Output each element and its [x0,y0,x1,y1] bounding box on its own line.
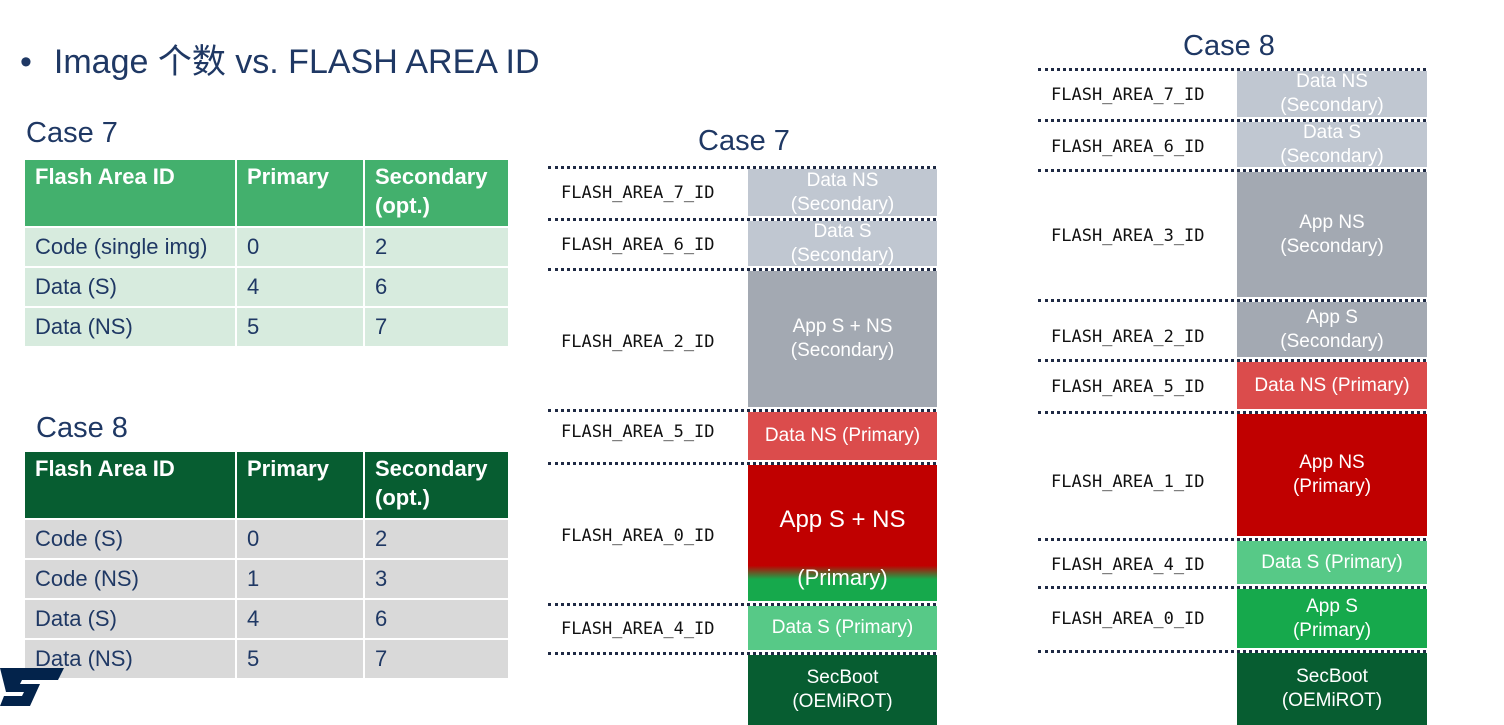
app-s-ns-primary-subtitle: (Primary) [797,565,888,590]
secboot-block: SecBoot (OEMiROT) [748,655,937,725]
table-row: Data (S) 4 6 [23,266,510,308]
data-s-secondary-block: Data S (Secondary) [1237,122,1427,167]
case7-flash-table: Flash Area ID Primary Secondary (opt.) C… [23,158,510,348]
flash-area-label: FLASH_AREA_5_ID [1051,377,1205,397]
app-ns-secondary-block: App NS (Secondary) [1237,172,1427,297]
table-cell: 6 [363,266,510,308]
area-divider [1038,359,1426,362]
area-divider [1038,411,1426,414]
table-cell: 1 [235,558,365,600]
area-divider [548,652,936,655]
flash-area-label: FLASH_AREA_3_ID [1051,226,1205,246]
case7-layout-title: Case 7 [698,125,790,157]
area-divider [1038,538,1426,541]
table-cell: 2 [363,518,510,560]
table-cell: 7 [363,638,510,680]
flash-area-label: FLASH_AREA_6_ID [1051,137,1205,157]
flash-area-label: FLASH_AREA_4_ID [1051,555,1205,575]
area-divider [548,218,936,221]
table-cell: 4 [235,598,365,640]
case7-table-title: Case 7 [26,117,118,149]
table-row: Code (NS) 1 3 [23,558,510,600]
area-divider [1038,169,1426,172]
table-row: Data (NS) 5 7 [23,306,510,348]
bullet-marker: • [20,43,32,81]
area-divider [1038,650,1426,653]
case8-layout-title: Case 8 [1183,30,1275,62]
data-ns-primary-block: Data NS (Primary) [748,412,937,460]
table-row: Data (S) 4 6 [23,598,510,640]
flash-area-label: FLASH_AREA_2_ID [1051,327,1205,347]
area-divider [1038,119,1426,122]
area-divider [548,268,936,271]
area-divider [548,409,936,412]
flash-area-label: FLASH_AREA_6_ID [561,235,715,255]
page-title: • Image 个数 vs. FLASH AREA ID [20,34,540,83]
table-cell: 0 [235,518,365,560]
data-s-primary-block: Data S (Primary) [748,606,937,650]
st-logo-icon [0,668,64,706]
table-cell: Code (S) [23,518,237,560]
app-s-ns-secondary-block: App S + NS (Secondary) [748,271,937,407]
area-divider [548,462,936,465]
table-row: Data (NS) 5 7 [23,638,510,680]
table-cell: Data (NS) [23,306,237,348]
flash-area-label: FLASH_AREA_1_ID [1051,472,1205,492]
table-cell: 6 [363,598,510,640]
area-divider [1038,299,1426,302]
table-row: Code (S) 0 2 [23,518,510,560]
table-cell: Data (S) [23,266,237,308]
area-divider [1038,68,1426,71]
table-cell: 7 [363,306,510,348]
table-header-row: Flash Area ID Primary Secondary (opt.) [23,450,510,520]
table-cell: Code (single img) [23,226,237,268]
table-header-row: Flash Area ID Primary Secondary (opt.) [23,158,510,228]
table-cell: Code (NS) [23,558,237,600]
header-secondary: Secondary (opt.) [363,158,510,228]
header-secondary: Secondary (opt.) [363,450,510,520]
header-flash-area-id: Flash Area ID [23,450,237,520]
flash-area-label: FLASH_AREA_0_ID [1051,609,1205,629]
page-title-text: Image 个数 vs. FLASH AREA ID [53,43,540,81]
table-cell: 4 [235,266,365,308]
area-divider [1038,586,1426,589]
area-divider [548,166,936,169]
data-s-secondary-block: Data S (Secondary) [748,221,937,266]
table-cell: 5 [235,638,365,680]
case8-table-title: Case 8 [36,412,128,444]
app-s-secondary-block: App S (Secondary) [1237,302,1427,357]
app-s-ns-primary-title: App S + NS [779,506,906,533]
app-ns-primary-block: App NS (Primary) [1237,414,1427,536]
table-row: Code (single img) 0 2 [23,226,510,268]
flash-area-label: FLASH_AREA_4_ID [561,619,715,639]
app-s-ns-primary-block: App S + NS (Primary) [748,465,937,601]
flash-area-label: FLASH_AREA_2_ID [561,332,715,352]
table-cell: 0 [235,226,365,268]
secboot-block: SecBoot (OEMiROT) [1237,653,1427,725]
table-cell: 5 [235,306,365,348]
flash-area-label: FLASH_AREA_5_ID [561,422,715,442]
flash-area-label: FLASH_AREA_0_ID [561,526,715,546]
data-ns-secondary-block: Data NS (Secondary) [1237,71,1427,117]
header-primary: Primary [235,158,365,228]
table-cell: 2 [363,226,510,268]
flash-area-label: FLASH_AREA_7_ID [561,183,715,203]
data-ns-primary-block: Data NS (Primary) [1237,362,1427,409]
table-cell: 3 [363,558,510,600]
header-flash-area-id: Flash Area ID [23,158,237,228]
area-divider [548,603,936,606]
app-s-primary-block: App S (Primary) [1237,589,1427,648]
table-cell: Data (S) [23,598,237,640]
case8-flash-table: Flash Area ID Primary Secondary (opt.) C… [23,450,510,680]
flash-area-label: FLASH_AREA_7_ID [1051,85,1205,105]
header-primary: Primary [235,450,365,520]
data-s-primary-block: Data S (Primary) [1237,541,1427,584]
data-ns-secondary-block: Data NS (Secondary) [748,169,937,216]
